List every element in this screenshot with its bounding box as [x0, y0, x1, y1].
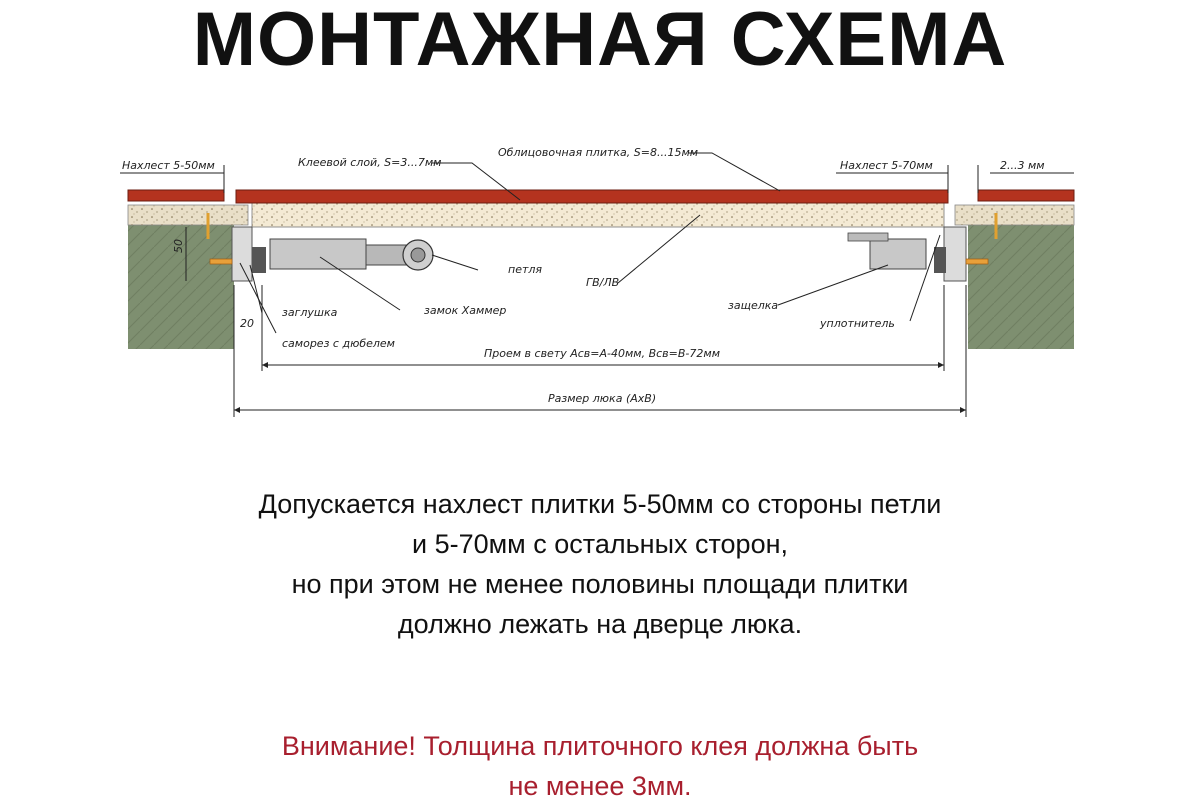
label-latch: защелка [728, 299, 778, 312]
label-overlap-right: Нахлест 5-70мм [840, 159, 933, 172]
wall-adhesive-layer [127, 204, 1075, 226]
label-seal: уплотнитель [819, 317, 895, 330]
dimension-lines [120, 165, 1074, 417]
description-line: но при этом не менее половины площади пл… [291, 569, 909, 599]
label-adhesive: Клеевой слой, S=3...7мм [298, 156, 441, 169]
frame-profile [231, 226, 967, 282]
facing-tile [127, 189, 1075, 204]
label-gap: 2...3 мм [1000, 159, 1045, 172]
screw-dowel [206, 213, 998, 265]
label-plug: заглушка [282, 306, 338, 319]
label-hinge: петля [508, 263, 542, 276]
warning-line: не менее 3мм. [508, 771, 692, 801]
latch-mechanism [847, 232, 946, 273]
label-overlap-left: Нахлест 5-50мм [122, 159, 215, 172]
label-hatch-size: Размер люка (АхВ) [548, 392, 656, 405]
warning-line: Внимание! Толщина плиточного клея должна… [281, 731, 919, 761]
description-line: должно лежать на дверце люка. [397, 609, 803, 639]
installation-diagram: Нахлест 5-50мм Клеевой слой, S=3...7мм О… [0, 135, 1200, 425]
label-tile: Облицовочная плитка, S=8...15мм [498, 146, 698, 159]
label-lock: замок Хаммер [424, 304, 506, 317]
warning-text: Внимание! Толщина плиточного клея должна… [0, 726, 1200, 806]
right-wall [968, 225, 1074, 349]
description-text: Допускается нахлест плитки 5-50мм со сто… [0, 484, 1200, 644]
leader-lines [239, 152, 941, 334]
door-board [251, 202, 945, 228]
label-clear-opening: Проем в свету Асв=А-40мм, Всв=В-72мм [484, 347, 720, 360]
description-line: и 5-70мм с остальных сторон, [411, 529, 788, 559]
label-board: ГВ/ЛВ [586, 276, 619, 289]
description-line: Допускается нахлест плитки 5-50мм со сто… [258, 489, 942, 519]
left-wall [128, 225, 234, 349]
lock-mechanism [252, 238, 434, 273]
label-screw: саморез с дюбелем [282, 337, 395, 350]
label-dim-20: 20 [240, 317, 254, 330]
page-title: МОНТАЖНАЯ СХЕМА [192, 0, 1008, 82]
label-dim-50: 50 [172, 239, 185, 253]
